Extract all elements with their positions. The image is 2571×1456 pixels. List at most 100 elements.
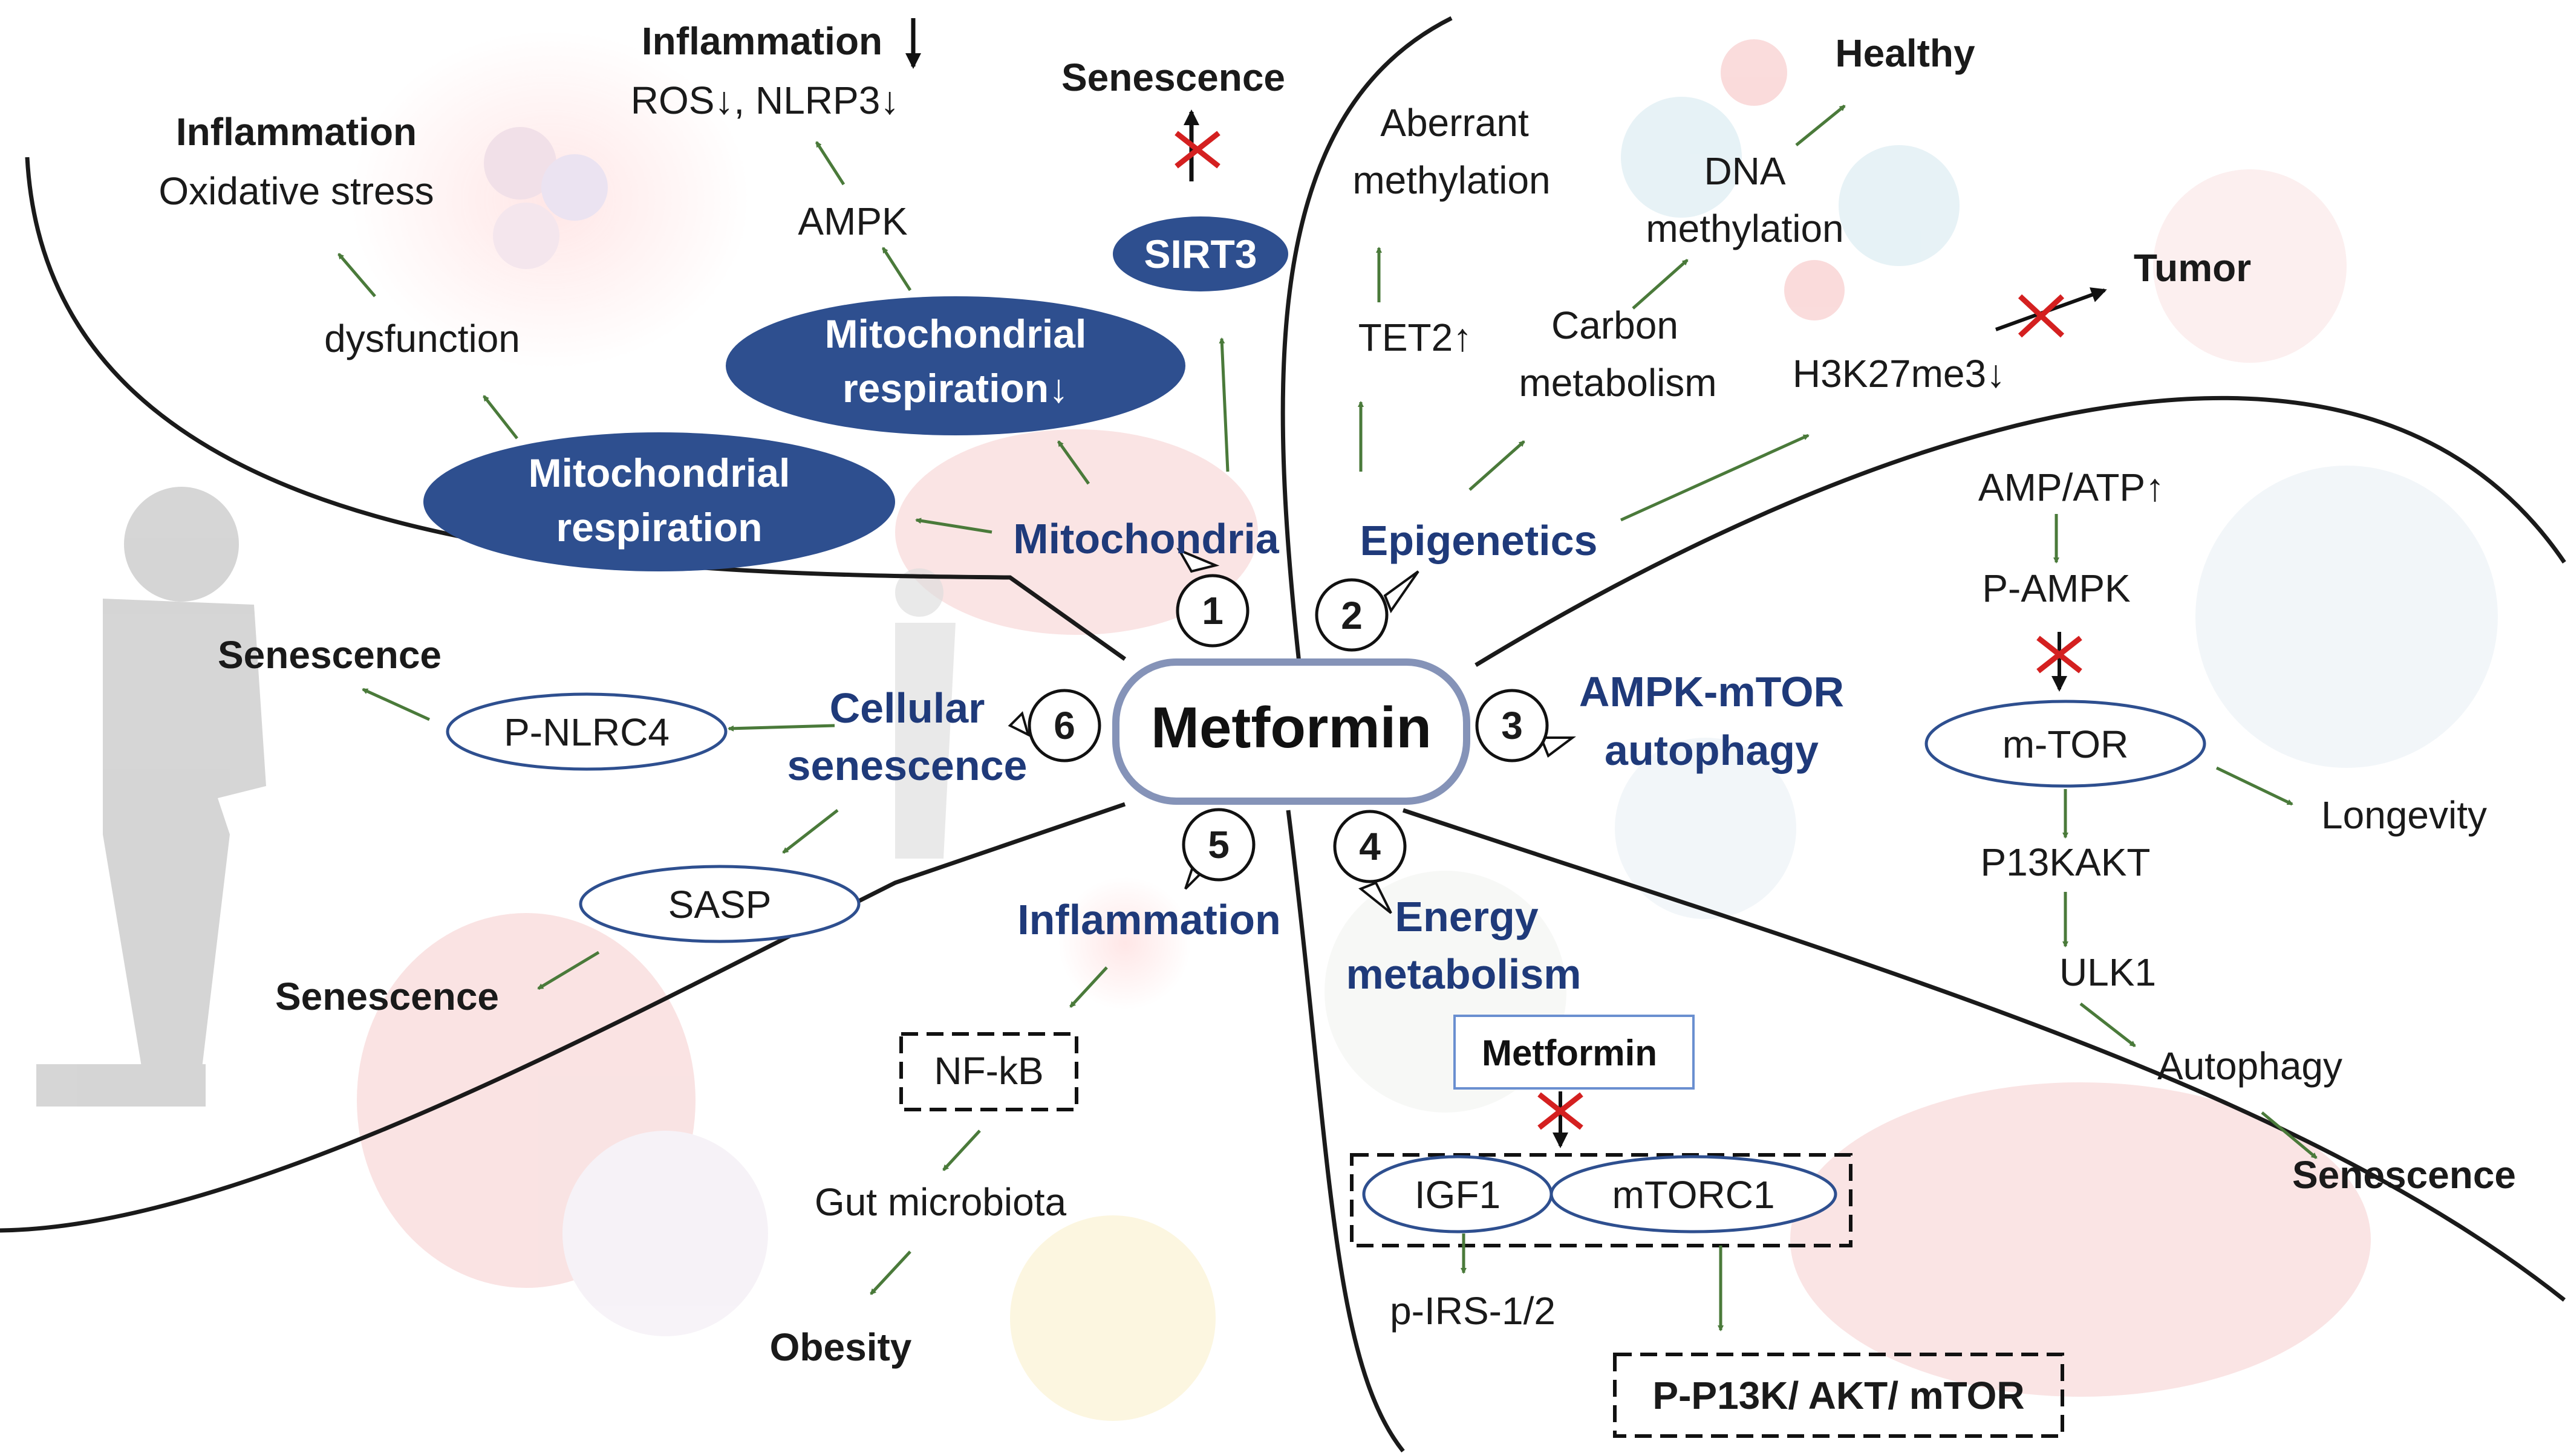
nucleosome-icon: [1839, 145, 1960, 266]
ampk-senescence-label: Senescence: [2292, 1153, 2516, 1197]
center-label: Metformin: [1151, 695, 1432, 760]
callout-6[interactable]: 6: [1008, 689, 1101, 762]
inhibit-cross-icon: [1175, 131, 1220, 169]
aberrant-line2: methylation: [1352, 158, 1550, 202]
dna-line2: methylation: [1646, 207, 1843, 250]
cell-icon: [493, 203, 559, 269]
carbon-line2: metabolism: [1519, 361, 1716, 405]
h3k27-label: H3K27me3↓: [1793, 352, 2006, 395]
section-senescence-subtitle: senescence: [787, 742, 1028, 789]
cell-icon: [484, 127, 556, 200]
senes-arrows: [362, 687, 839, 990]
inflammation-title: Inflammation: [176, 110, 417, 154]
metformin-center-node[interactable]: [1112, 658, 1470, 805]
histone-icon: [1721, 39, 1787, 106]
mtorc1-node[interactable]: [1549, 1155, 1837, 1233]
bacteria-lens-icon: [562, 1131, 768, 1336]
callout-number: 3: [1501, 704, 1523, 747]
mito-respiration-line2: respiration: [556, 505, 762, 550]
mitochondrion-icon: [1790, 1082, 2371, 1397]
ampk-label: AMPK: [798, 200, 907, 243]
ampk-panel: AMP/ATP↑ P-AMPK m-TOR Longevity P13KAKT …: [1924, 466, 2516, 1197]
callout-5[interactable]: 5: [1182, 808, 1256, 890]
p-nlrc4-node[interactable]: [446, 692, 728, 771]
petri-dish-icon: [2195, 466, 2498, 768]
inflammation-glow: [351, 30, 750, 369]
pathway-label: P-P13K/ AKT/ mTOR: [1652, 1374, 2024, 1417]
section-epigenetics[interactable]: Epigenetics: [1360, 517, 1598, 564]
callout-1[interactable]: 1: [1176, 547, 1250, 648]
nfkb-box[interactable]: [899, 1032, 1078, 1111]
carbon-line1: Carbon: [1551, 304, 1678, 347]
p-ampk-label: P-AMPK: [1982, 567, 2130, 610]
callout-number: 5: [1208, 823, 1230, 866]
sirt3-node[interactable]: [1113, 216, 1288, 291]
mito-respiration-down-node[interactable]: [726, 296, 1185, 435]
section-ampk-subtitle: autophagy: [1605, 727, 1819, 774]
obesity-label: Obesity: [770, 1325, 912, 1369]
inhibit-cross-icon: [1537, 1092, 1583, 1130]
p13kakt-label: P13KAKT: [1980, 840, 2150, 884]
background-illustrations: [36, 30, 2498, 1421]
igf1-label: IGF1: [1415, 1173, 1501, 1217]
sirt3-label: SIRT3: [1144, 232, 1257, 276]
tumor-cell-icon: [2153, 169, 2347, 363]
section-senescence-title[interactable]: Cellular: [830, 684, 985, 732]
mito-respiration-line1: Mitochondrial: [529, 450, 790, 495]
gut-microbiota-label: Gut microbiota: [815, 1180, 1067, 1224]
fat-cells-icon: [1010, 1215, 1216, 1421]
mitochondria-panel: Inflammation Oxidative stress dysfunctio…: [158, 18, 1288, 571]
ampk-arrows: [2053, 514, 2318, 1159]
divider-epi: [1280, 16, 1453, 753]
callout-2[interactable]: 2: [1315, 570, 1419, 652]
divider-lines: [0, 16, 2566, 1453]
mtor-node[interactable]: [1924, 700, 2206, 788]
callout-4[interactable]: 4: [1333, 810, 1407, 914]
mtorc1-label: mTORC1: [1612, 1173, 1774, 1217]
callout-number: 6: [1054, 704, 1075, 747]
senescence-top-label: Senescence: [218, 633, 442, 677]
longevity-label: Longevity: [2321, 793, 2487, 837]
callout-number: 2: [1341, 594, 1363, 637]
dysfunction-label: dysfunction: [324, 317, 520, 360]
section-mitochondria[interactable]: Mitochondria: [1013, 515, 1279, 562]
walking-person-icon: [895, 568, 956, 859]
divider-ampk: [1474, 395, 2566, 667]
sasp-node[interactable]: [579, 865, 861, 943]
ros-nlrp3-label: ROS↓, NLRP3↓: [631, 79, 900, 122]
section-energy-subtitle: metabolism: [1346, 951, 1582, 998]
pathway-box[interactable]: [1613, 1353, 2064, 1438]
elderly-person-icon: [36, 487, 266, 1107]
section-inflammation[interactable]: Inflammation: [1017, 896, 1281, 943]
nucleosome-icon: [1621, 97, 1742, 218]
oxidative-stress-label: Oxidative stress: [158, 169, 434, 213]
metformin-box-label: Metformin: [1482, 1033, 1657, 1073]
inhibit-cross-icon: [2036, 635, 2082, 674]
energy-arrows: [1461, 1233, 1724, 1331]
mito-respiration-node[interactable]: [423, 432, 895, 571]
senescence-panel: Senescence P-NLRC4 SASP Senescence: [218, 633, 861, 1018]
section-ampk-title[interactable]: AMPK-mTOR: [1579, 668, 1844, 715]
callout-3[interactable]: 3: [1475, 689, 1576, 762]
senescence-label: Senescence: [1061, 56, 1285, 99]
nfkb-label: NF-kB: [934, 1049, 1043, 1093]
healthy-label: Healthy: [1835, 31, 1975, 75]
mitochondrion-icon: [895, 429, 1258, 635]
section-energy-title[interactable]: Energy: [1395, 893, 1538, 940]
dna-line1: DNA: [1704, 149, 1785, 193]
divider-inflam: [0, 802, 1126, 1233]
energy-panel: Metformin IGF1 mTORC1 p-IRS-1/2 P-P13K/ …: [1350, 1015, 2064, 1438]
intestine-icon: [357, 913, 696, 1288]
divider-energy: [1286, 810, 1405, 1453]
ulk1-label: ULK1: [2059, 951, 2156, 994]
callout-number: 1: [1202, 589, 1224, 632]
divider-mito: [25, 157, 1127, 661]
cell-icon: [541, 154, 608, 221]
pirs-label: p-IRS-1/2: [1390, 1289, 1556, 1333]
metformin-box[interactable]: [1453, 1015, 1695, 1090]
tumor-label: Tumor: [2134, 246, 2251, 290]
inflammation-glow: [1058, 877, 1191, 1010]
epigenetics-panel: Aberrant methylation TET2↑ Carbon metabo…: [1352, 31, 2251, 522]
inflammation-panel: NF-kB Gut microbiota Obesity: [770, 966, 1108, 1369]
